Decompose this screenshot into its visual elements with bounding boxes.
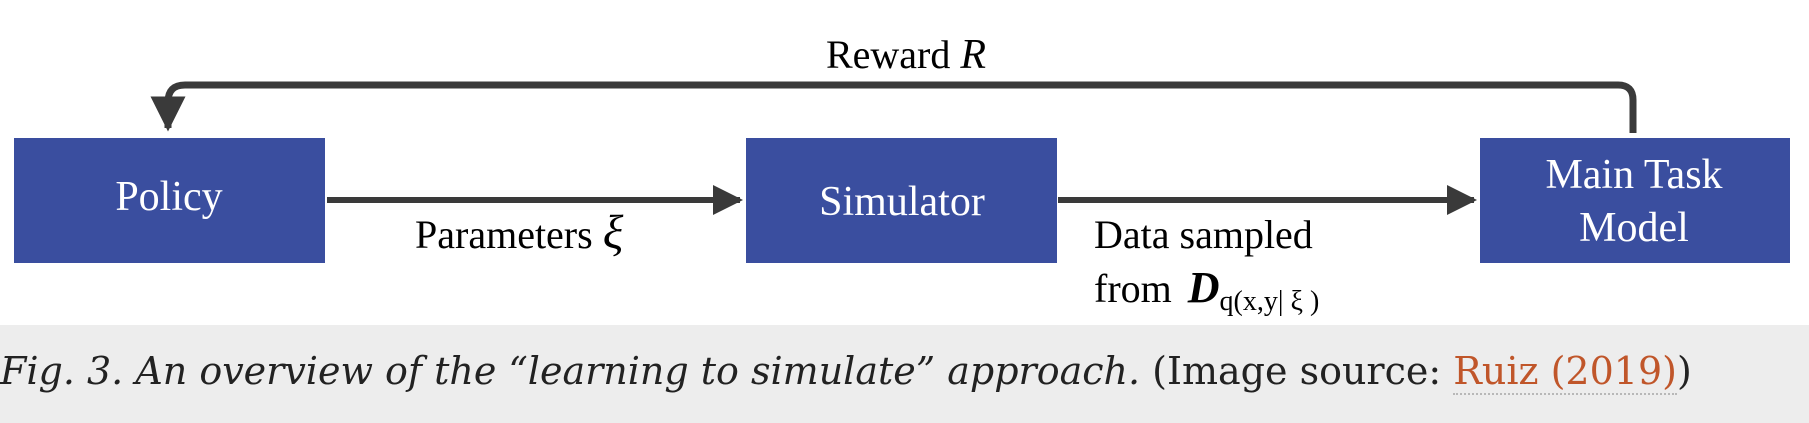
diagram-figure: Policy Simulator Main Task Model Reward … <box>14 32 1790 317</box>
reward-text: Reward <box>826 32 950 77</box>
policy-box <box>14 138 325 263</box>
main-task-model-label-line2: Model <box>1579 205 1689 251</box>
source-link[interactable]: Ruiz (2019) <box>1453 349 1677 395</box>
caption-source-prefix: (Image source: <box>1140 349 1454 393</box>
from-text: from <box>1094 266 1172 311</box>
figure-caption: Fig. 3. An overview of the “learning to … <box>0 348 1692 395</box>
reward-label: Reward R <box>826 32 986 78</box>
main-task-model-box <box>1480 138 1790 263</box>
reward-arrow <box>150 81 1637 133</box>
parameters-label: Parameters ξ <box>415 206 624 259</box>
caption-background <box>0 325 1809 423</box>
distribution-subscript: q(x,y| ξ ) <box>1220 286 1320 317</box>
simulator-box <box>746 138 1057 263</box>
xi-symbol: ξ <box>603 206 624 259</box>
policy-label: Policy <box>115 174 222 220</box>
distribution-symbol: D <box>1187 263 1220 312</box>
data-sampled-label: Data sampled <box>1094 212 1313 257</box>
caption-text: Fig. 3. An overview of the “learning to … <box>0 349 1141 393</box>
main-task-model-label-line1: Main Task <box>1545 152 1722 198</box>
data-source-label: from Dq(x,y| ξ ) <box>1094 263 1319 317</box>
caption-source-suffix: ) <box>1676 349 1692 393</box>
simulator-label: Simulator <box>819 179 985 225</box>
parameters-text: Parameters <box>415 212 593 257</box>
reward-symbol: R <box>959 32 986 78</box>
